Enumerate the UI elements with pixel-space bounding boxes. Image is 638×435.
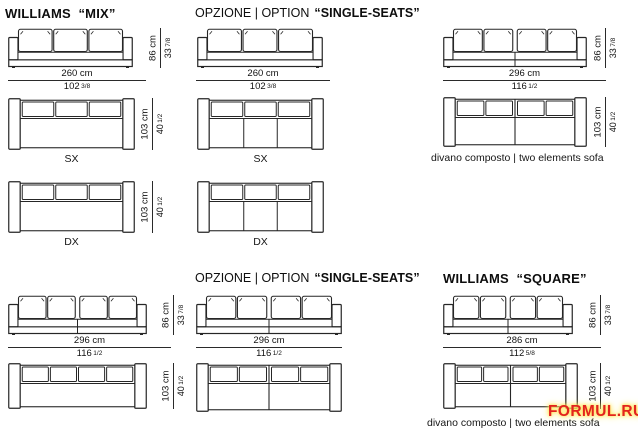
dim-line [443,80,606,81]
dim-line [160,28,161,68]
depth-dim: 103 cm 401/2 [160,363,188,409]
label-sx: SX [64,153,79,165]
option-prefix: OPZIONE | OPTION [195,6,310,20]
title-williams-square: WILLIAMS “SQUARE” [443,271,587,286]
depth-cm-label: 103 cm [587,370,599,402]
depth-cm-label: 103 cm [160,370,172,402]
label-sx: SX [253,153,268,165]
dim-line [196,80,330,81]
height-dim: 86 cm 337/8 [160,295,188,335]
plan-view-296-bottom [8,363,147,409]
width-cm-label: 260 cm [61,68,93,79]
front-view-296-two-elements-bottom [8,295,147,335]
height-cm-label: 86 cm [147,35,159,61]
option-name: “SINGLE-SEATS” [314,6,420,20]
plan-view-option-sx [197,98,324,150]
plan-view-option-296 [196,363,342,412]
depth-inch-label: 401/2 [608,111,618,133]
dim-line [152,181,153,233]
plan-view-square-286 [443,363,578,409]
watermark-formul-ru: FORMUL.RU [548,403,638,420]
height-dim: 86 cm 337/8 [592,28,620,68]
depth-dim: 103 cm 401/2 [587,363,615,409]
height-inch-label: 337/8 [176,304,186,326]
option-name: “SINGLE-SEATS” [314,271,420,285]
height-cm-label: 86 cm [592,35,604,61]
dim-line [8,80,146,81]
depth-inch-label: 401/2 [176,375,186,397]
height-dim: 86 cm 337/8 [147,28,175,68]
depth-inch-label: 401/2 [155,113,165,135]
depth-dim: 103 cm 401/2 [139,181,167,233]
dim-line [600,363,601,409]
dim-line [600,295,601,335]
caption-two-elements: divano composto | two elements sofa [431,152,604,164]
front-view-two-elements-296 [443,28,587,68]
option-prefix: OPZIONE | OPTION [195,271,310,285]
height-cm-label: 86 cm [160,302,172,328]
plan-view-mix-sx [8,98,135,150]
plan-view-mix-dx [8,181,135,233]
dim-line [173,363,174,409]
width-cm-label: 286 cm [506,335,538,346]
height-dim: 86 cm 337/8 [587,295,615,335]
label-dx: DX [253,236,268,248]
width-cm-label: 296 cm [253,335,285,346]
dim-line [605,28,606,68]
dim-line [173,295,174,335]
title-option-single-seats-bottom: OPZIONE | OPTION “SINGLE-SEATS” [195,271,420,285]
title-williams-mix: WILLIAMS “MIX” [5,6,116,21]
caption-two-elements: divano composto | two elements sofa [427,417,600,429]
depth-cm-label: 103 cm [592,106,604,138]
dim-line [8,347,171,348]
height-inch-label: 337/8 [608,37,618,59]
height-inch-label: 337/8 [163,37,173,59]
depth-inch-label: 401/2 [155,196,165,218]
depth-dim: 103 cm 401/2 [139,98,167,150]
title-option-single-seats-top: OPZIONE | OPTION “SINGLE-SEATS” [195,6,420,20]
front-view-option-296 [196,295,342,335]
plan-view-option-dx [197,181,324,233]
front-view-mix-260 [8,28,133,68]
depth-dim: 103 cm 401/2 [592,97,620,147]
dim-line [152,98,153,150]
dim-line [443,347,601,348]
width-cm-label: 260 cm [247,68,279,79]
depth-inch-label: 401/2 [603,375,613,397]
dim-line [605,97,606,147]
depth-cm-label: 103 cm [139,108,151,140]
plan-view-two-elements-296 [443,97,587,147]
height-inch-label: 337/8 [603,304,613,326]
label-dx: DX [64,236,79,248]
depth-cm-label: 103 cm [139,191,151,223]
front-view-option-260 [197,28,323,68]
width-cm-label: 296 cm [508,68,541,79]
height-cm-label: 86 cm [587,302,599,328]
width-cm-label: 296 cm [73,335,106,346]
dim-line [196,347,342,348]
front-view-square-286 [443,295,573,335]
